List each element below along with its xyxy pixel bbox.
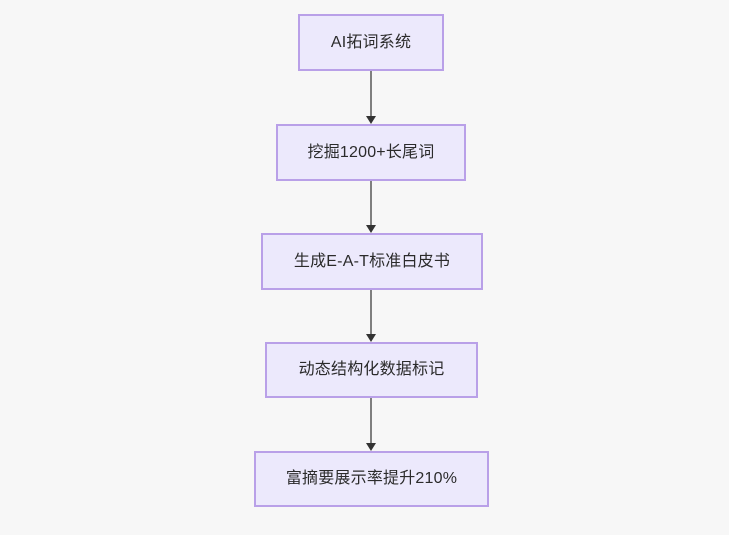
flow-node-5[interactable]: 富摘要展示率提升210% — [254, 451, 489, 507]
flow-node-1[interactable]: AI拓词系统 — [298, 14, 444, 71]
arrow-down-icon — [366, 225, 376, 233]
flow-edge-line — [370, 181, 372, 225]
flow-node-label: 动态结构化数据标记 — [298, 361, 445, 379]
flow-node-label: 生成E-A-T标准白皮书 — [293, 252, 451, 270]
flow-node-label: 挖掘1200+长尾词 — [307, 143, 435, 161]
arrow-down-icon — [366, 116, 376, 124]
flow-edge-line — [370, 71, 372, 116]
flow-edge-line — [370, 398, 372, 443]
flow-edge-line — [370, 290, 372, 334]
flow-node-3[interactable]: 生成E-A-T标准白皮书 — [261, 233, 483, 290]
arrow-down-icon — [366, 443, 376, 451]
arrow-down-icon — [366, 334, 376, 342]
flow-node-label: 富摘要展示率提升210% — [285, 470, 458, 488]
flow-node-4[interactable]: 动态结构化数据标记 — [265, 342, 478, 398]
flow-node-2[interactable]: 挖掘1200+长尾词 — [276, 124, 466, 181]
flow-node-label: AI拓词系统 — [330, 33, 412, 51]
